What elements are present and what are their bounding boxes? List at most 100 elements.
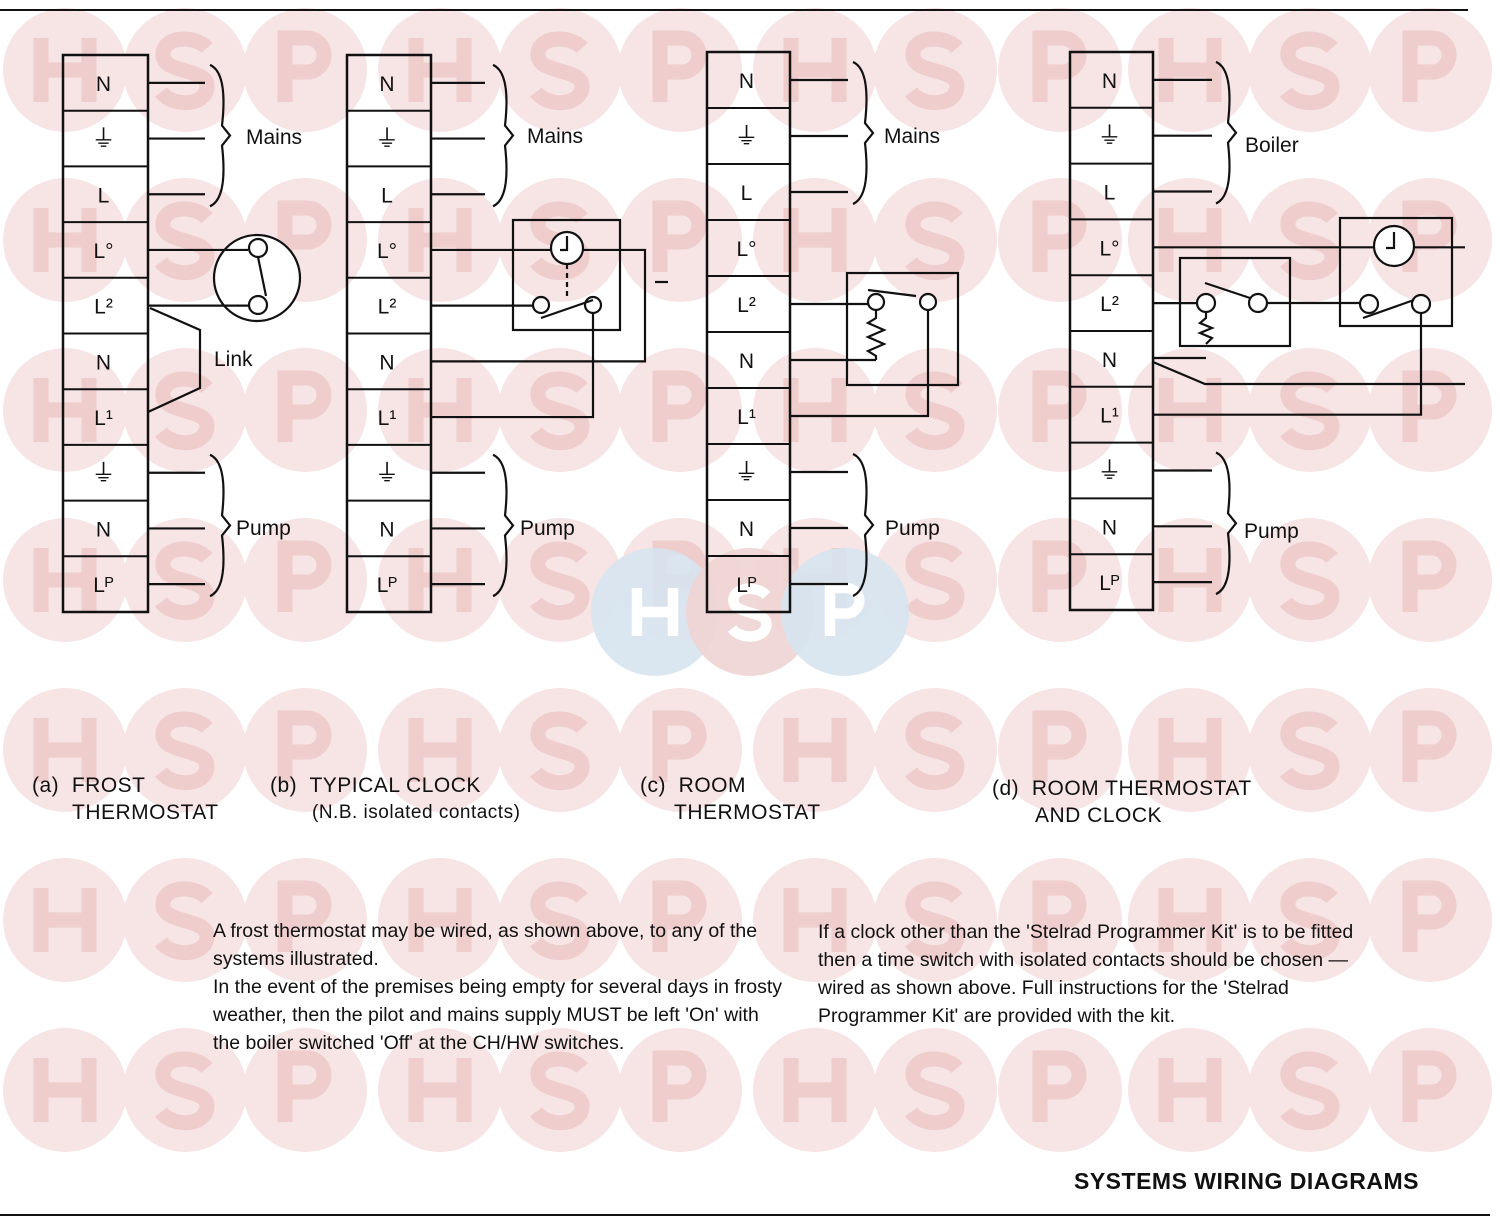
terminal-7: ⏚	[735, 459, 759, 486]
watermark-letter-p	[652, 30, 707, 102]
watermark-letter-p	[1032, 30, 1087, 102]
terminal-9: Lᴾ	[736, 574, 757, 597]
terminal-5: N	[1102, 349, 1117, 372]
terminal-1: ⏚	[1098, 123, 1122, 150]
watermark-letter-s	[530, 541, 590, 621]
notes-left: A frost thermostat may be wired, as show…	[213, 917, 783, 1057]
pump-brace	[1215, 451, 1238, 596]
terminal-0: N	[96, 73, 111, 96]
thermostat-box	[845, 271, 960, 387]
watermark-letter-h	[408, 38, 472, 102]
watermark-letter-s	[905, 711, 965, 791]
watermark-letter-h	[1158, 378, 1222, 442]
watermark-letter-p	[277, 370, 332, 442]
caption-prefix: (b)	[270, 774, 298, 797]
terminal-1: ⏚	[735, 123, 759, 150]
watermark-letter-p	[1032, 880, 1087, 952]
wire	[431, 248, 647, 363]
watermark-letter-h	[1158, 38, 1222, 102]
caption-line1: ROOM THERMOSTAT	[1031, 777, 1252, 800]
switch-arm	[256, 256, 268, 297]
terminal-4: L²	[378, 296, 397, 319]
watermark-letter-h	[408, 888, 472, 952]
contact	[1195, 292, 1217, 314]
terminal-2: L	[98, 184, 110, 207]
contact	[1358, 293, 1380, 315]
watermark-letter-s	[155, 1051, 215, 1131]
mains-label-c: Mains	[884, 125, 940, 148]
terminal-3: L°	[1099, 237, 1119, 260]
watermark-letter-s	[530, 1051, 590, 1131]
watermark-letter-h	[33, 888, 97, 952]
caption-prefix: (a)	[32, 774, 60, 797]
switch-arm	[540, 298, 594, 320]
watermark-letter-p	[1402, 370, 1457, 442]
watermark-letter-p	[1032, 710, 1087, 782]
mains-brace	[209, 63, 232, 208]
watermark-letter-h	[33, 38, 97, 102]
caption-d: (d) ROOM THERMOSTAT AND CLOCK	[992, 775, 1252, 829]
mains-label-a: Mains	[246, 126, 302, 149]
note-frost: A frost thermostat may be wired, as show…	[213, 920, 758, 970]
contact	[918, 292, 938, 312]
watermark-letter-s	[1280, 541, 1340, 621]
watermark-letter-s	[905, 1051, 965, 1131]
watermark-letter-s	[905, 881, 965, 961]
wire	[1153, 313, 1423, 416]
logo-letter-h	[631, 588, 679, 636]
mains-brace	[852, 60, 875, 206]
watermark-letter-s	[155, 201, 215, 281]
terminal-0: N	[379, 73, 394, 96]
terminal-5: N	[379, 351, 394, 374]
watermark-letter-h	[783, 888, 847, 952]
caption-prefix: (d)	[992, 777, 1020, 800]
watermark-letter-p	[652, 1050, 707, 1122]
terminal-9: Lᴾ	[377, 574, 398, 597]
caption-line2: THERMOSTAT	[72, 801, 219, 824]
watermark-letter-h	[1158, 548, 1222, 612]
watermark-letter-s	[1280, 371, 1340, 451]
watermark-letter-s	[1280, 881, 1340, 961]
contact	[247, 294, 269, 316]
watermark-letter-s	[905, 31, 965, 111]
page-title: SYSTEMS WIRING DIAGRAMS	[1074, 1168, 1420, 1194]
watermark-letter-p	[1032, 540, 1087, 612]
heater-coil	[1197, 312, 1215, 345]
mains-brace	[1215, 60, 1238, 205]
watermark-letter-s	[905, 541, 965, 621]
watermark-letter-h	[408, 718, 472, 782]
terminal-4: L²	[1100, 293, 1119, 316]
watermark-letter-p	[652, 370, 707, 442]
contact	[866, 292, 886, 312]
pump-label-b: Pump	[520, 517, 575, 540]
mains-brace	[492, 63, 515, 208]
contact	[531, 295, 551, 315]
watermark-letter-s	[155, 711, 215, 791]
pump-brace	[492, 453, 515, 598]
terminal-7: ⏚	[375, 460, 399, 487]
switch-arm	[867, 288, 917, 298]
terminal-5: N	[96, 351, 111, 374]
terminal-2: L	[381, 184, 393, 207]
link-label: Link	[214, 348, 253, 371]
logo-letter-p	[824, 582, 865, 636]
watermark-letter-p	[1402, 30, 1457, 102]
watermark-letter-s	[530, 881, 590, 961]
note-empty-premises: In the event of the premises being empty…	[213, 976, 783, 1054]
watermark-letter-s	[530, 31, 590, 111]
terminal-6: L¹	[1100, 405, 1119, 428]
watermark-letter-p	[1402, 880, 1457, 952]
watermark-letter-s	[1280, 1051, 1340, 1131]
notes-right: If a clock other than the 'Stelrad Progr…	[818, 918, 1378, 1030]
watermark-letter-h	[33, 1058, 97, 1122]
terminal-4: L²	[94, 296, 113, 319]
terminal-8: N	[1102, 516, 1117, 539]
watermark-letter-s	[155, 541, 215, 621]
terminal-0: N	[739, 70, 754, 93]
terminal-6: L¹	[737, 406, 756, 429]
watermark-letter-s	[1280, 711, 1340, 791]
terminal-8: N	[96, 518, 111, 541]
